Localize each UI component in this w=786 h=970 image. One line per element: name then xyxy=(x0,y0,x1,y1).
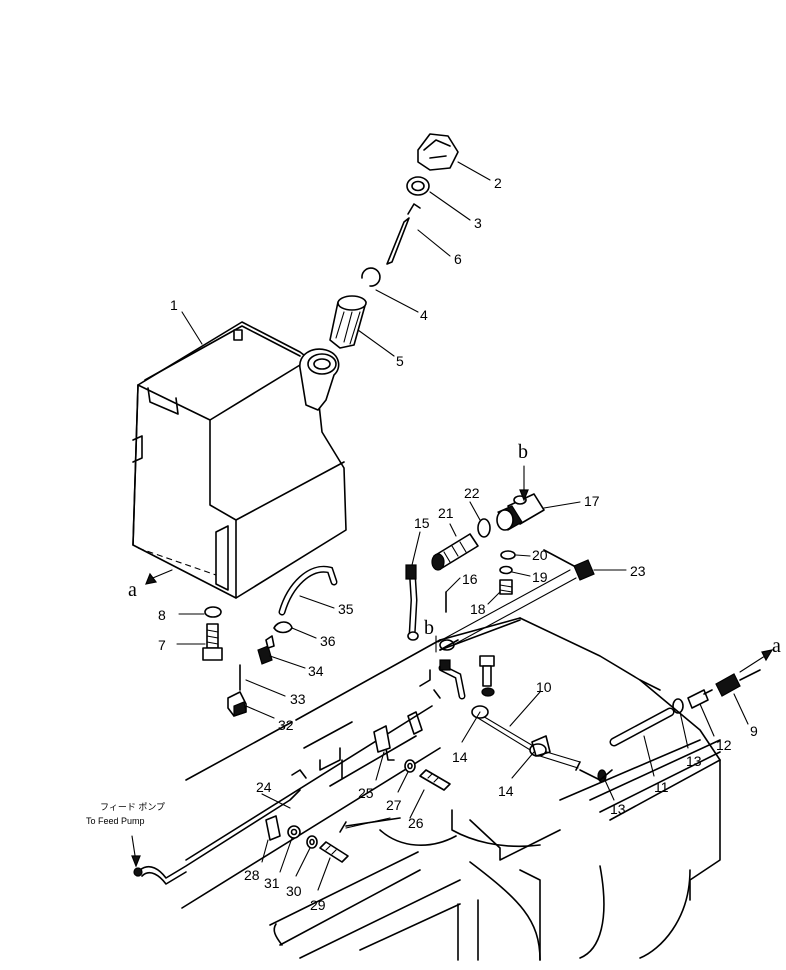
callout-9: 9 xyxy=(750,723,758,739)
connection-letters: a a b b xyxy=(128,441,781,657)
washer-30 xyxy=(306,835,318,849)
callout-26: 26 xyxy=(408,815,424,831)
callout-20: 20 xyxy=(532,547,548,563)
callout-13-right: 13 xyxy=(686,753,702,769)
bolt-26 xyxy=(419,769,451,791)
fuel-pipe xyxy=(443,577,577,651)
strainer-housing xyxy=(496,493,545,531)
joint-9 xyxy=(715,669,761,697)
callout-16: 16 xyxy=(462,571,478,587)
callout-35: 35 xyxy=(338,601,354,617)
callout-8: 8 xyxy=(158,607,166,623)
callout-27: 27 xyxy=(386,797,402,813)
pipe-joint xyxy=(543,549,595,581)
feed-pump-note-en: To Feed Pump xyxy=(86,816,145,826)
mounting-bolt-upper xyxy=(479,655,495,697)
callout-13-left: 13 xyxy=(610,801,626,817)
mark-b-mid: b xyxy=(424,617,434,639)
callout-12: 12 xyxy=(716,737,732,753)
strainer-element xyxy=(431,533,479,571)
washer-31 xyxy=(287,825,301,839)
o-ring xyxy=(477,518,491,538)
fuel-tank xyxy=(132,321,347,599)
drain-plug-bolt xyxy=(202,623,223,661)
callout-2: 2 xyxy=(494,175,502,191)
fuel-hose xyxy=(609,707,675,747)
clip-14 xyxy=(531,735,551,757)
drain-cock xyxy=(227,691,247,717)
fuel-line-10 xyxy=(475,711,581,763)
drain-plug xyxy=(499,579,513,595)
callout-15: 15 xyxy=(414,515,430,531)
gasket-ring xyxy=(406,176,430,196)
callout-5: 5 xyxy=(396,353,404,369)
callout-10: 10 xyxy=(536,679,552,695)
mark-a-left: a xyxy=(128,579,137,601)
mark-b-top: b xyxy=(518,441,528,463)
clip-25 xyxy=(373,725,391,753)
callout-17: 17 xyxy=(584,493,600,509)
callout-29: 29 xyxy=(310,897,326,913)
feed-pump-line xyxy=(133,789,301,885)
callout-11: 11 xyxy=(654,779,669,795)
feed-pump-note-jp: フィード ポンプ xyxy=(100,802,165,812)
leader-lines xyxy=(176,161,749,891)
callout-7: 7 xyxy=(158,637,166,653)
hose-fitting xyxy=(687,689,713,709)
callout-19: 19 xyxy=(532,569,548,585)
washer-19 xyxy=(499,565,513,575)
callout-24: 24 xyxy=(256,779,272,795)
callout-25: 25 xyxy=(358,785,374,801)
callout-32: 32 xyxy=(278,717,294,733)
mark-a-right: a xyxy=(772,635,781,657)
strainer xyxy=(329,295,367,349)
callout-6: 6 xyxy=(454,251,462,267)
washer-8 xyxy=(204,606,222,618)
callout-36: 36 xyxy=(320,633,336,649)
callout-21: 21 xyxy=(438,505,454,521)
callout-30: 30 xyxy=(286,883,302,899)
feed-pump-note: フィード ポンプ To Feed Pump xyxy=(86,802,165,826)
chassis-frame xyxy=(181,617,721,961)
clamp-28 xyxy=(265,815,281,841)
callout-labels: 1 2 3 4 5 6 7 8 9 10 11 12 13 13 14 14 1… xyxy=(158,175,758,913)
callout-14-left: 14 xyxy=(452,749,468,765)
callout-4: 4 xyxy=(420,307,428,323)
elbow-fitting xyxy=(257,635,275,665)
washer-20 xyxy=(500,550,516,560)
callout-31: 31 xyxy=(264,875,280,891)
pipe-connector xyxy=(438,659,466,700)
callout-18: 18 xyxy=(470,601,486,617)
callout-28: 28 xyxy=(244,867,260,883)
connection-arrows xyxy=(131,465,774,868)
callout-22: 22 xyxy=(464,485,480,501)
fuel-tube xyxy=(405,564,419,641)
callout-3: 3 xyxy=(474,215,482,231)
callout-34: 34 xyxy=(308,663,324,679)
snap-ring xyxy=(361,267,381,287)
bolt-29 xyxy=(319,841,349,863)
washer-27 xyxy=(404,759,416,773)
chain xyxy=(386,203,421,265)
filler-cap xyxy=(417,133,459,171)
callout-23: 23 xyxy=(630,563,646,579)
callout-14-right: 14 xyxy=(498,783,514,799)
callout-33: 33 xyxy=(290,691,306,707)
hose-clamp xyxy=(273,621,293,634)
callout-1: 1 xyxy=(170,297,178,313)
